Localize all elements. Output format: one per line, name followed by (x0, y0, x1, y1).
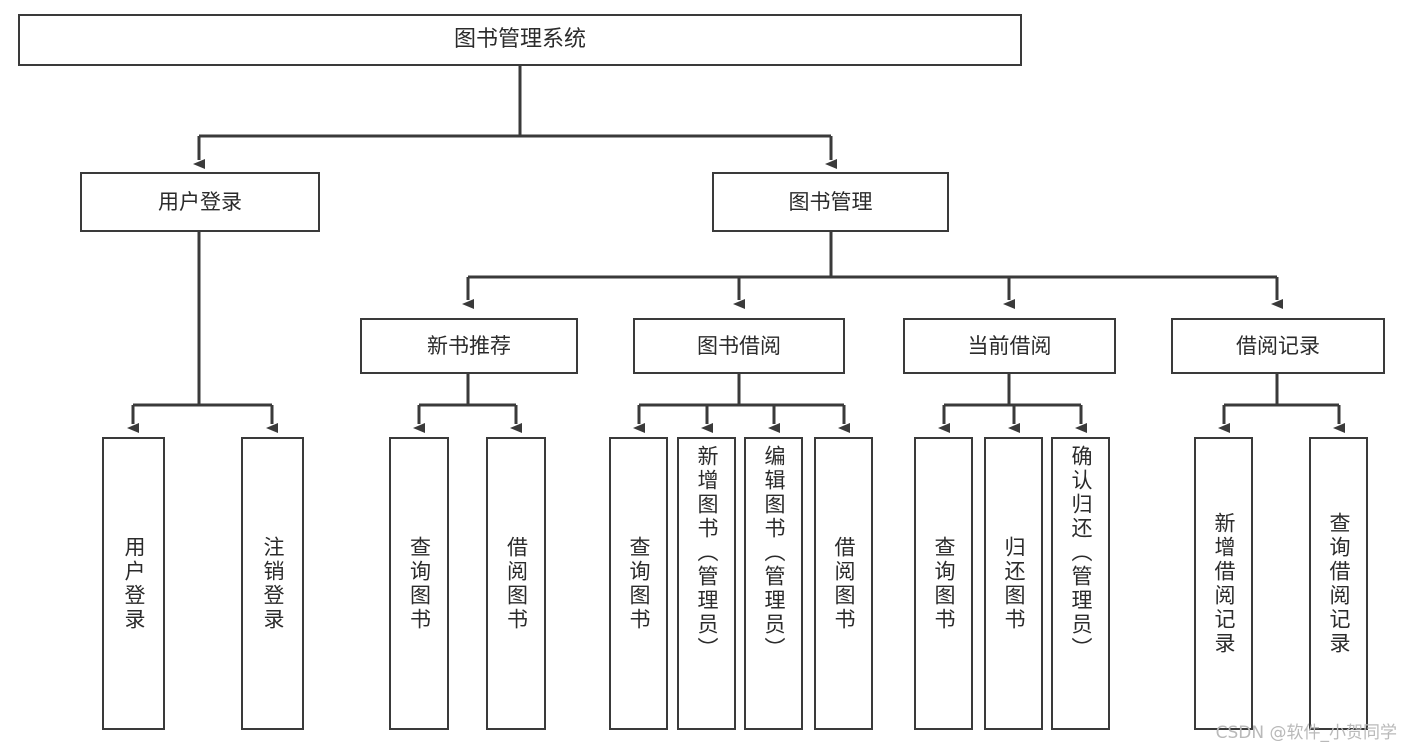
node-book-management[interactable]: 图书管理 (712, 172, 949, 232)
leaf-query-borrow-record[interactable]: 查询借阅记录 (1309, 437, 1368, 730)
node-label: 图书借阅 (697, 333, 781, 358)
leaf-confirm-return-admin[interactable]: 确认归还（管理员） (1051, 437, 1110, 730)
node-label: 查询图书 (627, 535, 651, 632)
node-label: 新增借阅记录 (1212, 511, 1236, 656)
node-label: 查询图书 (407, 535, 432, 632)
node-label: 新书推荐 (427, 333, 511, 358)
leaf-borrow-book[interactable]: 借阅图书 (814, 437, 873, 730)
node-current-borrowing[interactable]: 当前借阅 (903, 318, 1116, 374)
node-borrow-records[interactable]: 借阅记录 (1171, 318, 1385, 374)
leaf-user-login[interactable]: 用户登录 (102, 437, 165, 730)
leaf-return-book[interactable]: 归还图书 (984, 437, 1043, 730)
leaf-query-book-borrow[interactable]: 查询图书 (609, 437, 668, 730)
node-label: 查询借阅记录 (1327, 511, 1351, 656)
node-root-book-management-system[interactable]: 图书管理系统 (18, 14, 1022, 66)
node-label: 借阅图书 (832, 535, 856, 632)
node-label: 查询图书 (932, 535, 956, 632)
node-label: 确认归还（管理员） (1069, 445, 1093, 661)
leaf-add-book-admin[interactable]: 新增图书（管理员） (677, 437, 736, 730)
node-label: 用户登录 (158, 189, 242, 214)
node-label: 编辑图书（管理员） (762, 445, 786, 661)
node-label: 注销登录 (261, 535, 285, 632)
node-label: 图书管理系统 (453, 27, 586, 53)
node-user-login[interactable]: 用户登录 (80, 172, 320, 232)
node-book-borrowing[interactable]: 图书借阅 (633, 318, 845, 374)
leaf-borrow-book-recommend[interactable]: 借阅图书 (486, 437, 546, 730)
node-label: 新增图书（管理员） (695, 445, 719, 661)
leaf-add-borrow-record[interactable]: 新增借阅记录 (1194, 437, 1253, 730)
node-label: 借阅图书 (504, 535, 529, 632)
node-label: 当前借阅 (967, 333, 1052, 358)
leaf-logout[interactable]: 注销登录 (241, 437, 304, 730)
node-label: 借阅记录 (1236, 333, 1320, 358)
node-label: 归还图书 (1002, 535, 1026, 632)
leaf-edit-book-admin[interactable]: 编辑图书（管理员） (744, 437, 803, 730)
node-new-book-recommendation[interactable]: 新书推荐 (360, 318, 578, 374)
leaf-query-book-recommend[interactable]: 查询图书 (389, 437, 449, 730)
leaf-query-book-current[interactable]: 查询图书 (914, 437, 973, 730)
node-label: 图书管理 (788, 189, 873, 214)
node-label: 用户登录 (122, 535, 146, 632)
